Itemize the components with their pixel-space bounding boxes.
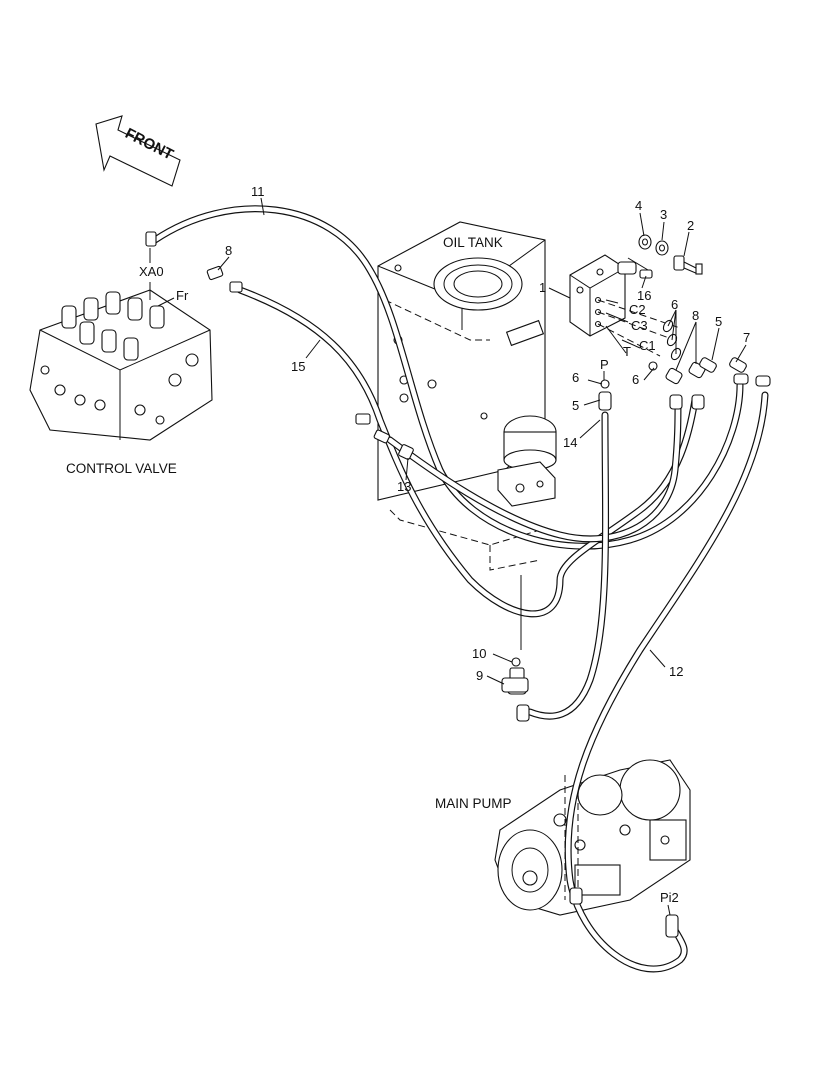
port-label-p: P [600, 357, 609, 372]
callout-12: 12 [669, 664, 683, 679]
callout-16: 16 [637, 288, 651, 303]
elbow-fitting [501, 667, 529, 693]
main-pump [494, 759, 691, 916]
bolt-icon [673, 255, 703, 275]
callout-5-left: 5 [572, 398, 579, 413]
callout-3: 3 [660, 207, 667, 222]
hose-15 [236, 286, 699, 618]
accumulator-block [497, 461, 556, 507]
hose-14 [526, 411, 610, 720]
callout-11: 11 [251, 184, 265, 199]
callout-14: 14 [563, 435, 577, 450]
callout-10: 10 [472, 646, 486, 661]
front-arrow-icon: FRONT [95, 115, 181, 187]
callout-4: 4 [635, 198, 642, 213]
hose-12 [564, 391, 769, 973]
callout-7: 7 [743, 330, 750, 345]
oil-tank [377, 221, 546, 571]
port-label-c3: C3 [631, 318, 648, 333]
control-valve [29, 289, 213, 441]
port-label-c2: C2 [629, 302, 646, 317]
control-valve-label: CONTROL VALVE [66, 461, 177, 476]
port-label-pi2: Pi2 [660, 890, 679, 905]
callout-6-left: 6 [572, 370, 579, 385]
callout-8-right: 8 [692, 308, 699, 323]
callout-15: 15 [291, 359, 305, 374]
accumulator [503, 415, 557, 481]
callout-13: 13 [397, 479, 411, 494]
callout-6-lower: 6 [632, 372, 639, 387]
callout-8-left: 8 [225, 243, 232, 258]
oil-tank-label: OIL TANK [443, 235, 503, 250]
callout-6-upper: 6 [671, 297, 678, 312]
callout-1: 1 [539, 280, 546, 295]
callout-9: 9 [476, 668, 483, 683]
port-label-xa0: XA0 [139, 264, 164, 279]
leader-lines [149, 197, 747, 916]
manifold-block [569, 254, 682, 361]
washer-icon [638, 234, 669, 256]
callout-2: 2 [687, 218, 694, 233]
screw-icon [627, 257, 653, 279]
port-label-fr: Fr [176, 288, 189, 303]
hose-11 [151, 205, 744, 550]
port-label-c1: C1 [639, 338, 656, 353]
main-pump-label: MAIN PUMP [435, 796, 512, 811]
port-label-t: T [623, 344, 631, 359]
callout-5-right: 5 [715, 314, 722, 329]
